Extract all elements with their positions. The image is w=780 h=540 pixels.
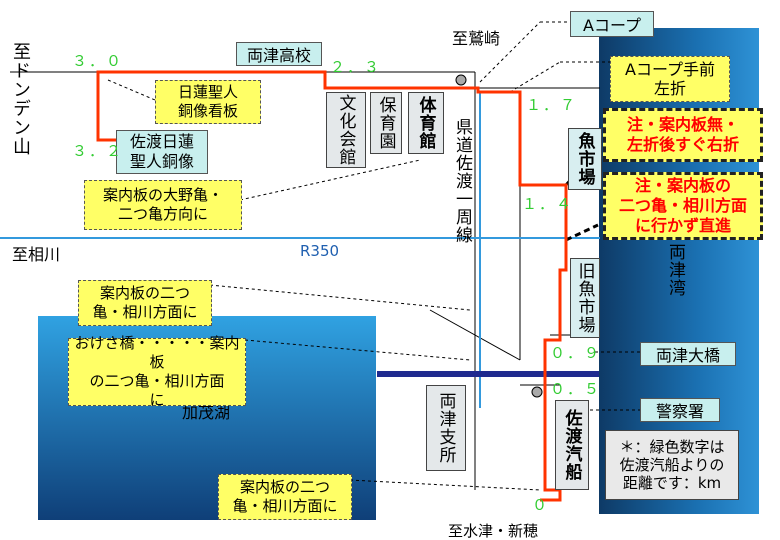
distance-0-5: ０．５ [550, 380, 602, 398]
bunka-kaikan: 文化会館 [326, 92, 366, 168]
ryotsu-ohashi-bridge-label: 両津大橋 [640, 342, 736, 366]
a-coop-store: Aコープ [570, 11, 654, 37]
legend-distance-note: ＊：緑色数字は 佐渡汽船よりの 距離です：km [605, 430, 739, 500]
note-okesa-bridge: おけさ橋・・・・・案内板 の二つ亀・相川方面 に [68, 334, 246, 409]
note-signboard-futatsu-aikawa-2: 案内板の二つ 亀・相川方面に [218, 474, 352, 520]
distance-1-4: １．４ [522, 195, 574, 213]
hoikuen: 保育園 [370, 92, 402, 154]
to-mizuzu-niibo-label: 至水津・新穂 [448, 522, 539, 540]
to-dondenyama-label: 至ドンデン山 [10, 42, 31, 156]
recommended-route [96, 70, 568, 502]
distance-2-3: ２．３ [330, 58, 382, 76]
note-nichiren-signboard: 日蓮聖人 銅像看板 [155, 80, 261, 124]
note-a-coop-turn-left: Aコープ手前 左折 [610, 56, 730, 102]
distance-1-7: １．７ [526, 96, 578, 114]
distance-3-2: ３．２ [72, 142, 124, 160]
taiikukan: 体育館 [408, 92, 444, 154]
old-fish-market: 旧魚市場 [570, 258, 600, 338]
caution-go-straight: 注・案内板の 二つ亀・相川方面 に行かず直進 [603, 172, 763, 240]
police-station: 警察署 [640, 398, 720, 422]
prefectural-road-label: 県道佐渡一周線 [452, 118, 472, 244]
lake-kamo-label: 加茂湖 [182, 403, 231, 422]
fish-market: 魚市場 [568, 128, 602, 190]
ryotsu-branch-office: 両津支所 [426, 385, 466, 471]
ryotsu-high-school: 両津高校 [236, 42, 322, 66]
sado-nichiren-statue: 佐渡日蓮 聖人銅像 [116, 130, 208, 174]
to-aikawa-label: 至相川 [12, 245, 61, 264]
note-signboard-futatsu-aikawa-1: 案内板の二つ 亀・相川方面に [78, 280, 212, 326]
junction-marker-south [531, 386, 543, 398]
ryotsu-bay-label: 両津湾 [665, 243, 685, 297]
r350-label: R350 [300, 242, 340, 260]
distance-0-9: ０．９ [550, 344, 602, 362]
sado-kisen-terminal: 佐渡汽船 [555, 400, 589, 490]
caution-no-signboard: 注・案内板無・ 左折後すぐ右折 [603, 108, 763, 162]
distance-0: ０ [532, 496, 550, 514]
to-washizaki-label: 至鷲崎 [452, 29, 501, 48]
junction-marker-north [455, 74, 467, 86]
note-signboard-ono-futatsu: 案内板の大野亀・ 二つ亀方向に [84, 180, 242, 230]
leader-lines [107, 21, 640, 491]
distance-3-0: ３．０ [72, 52, 124, 70]
